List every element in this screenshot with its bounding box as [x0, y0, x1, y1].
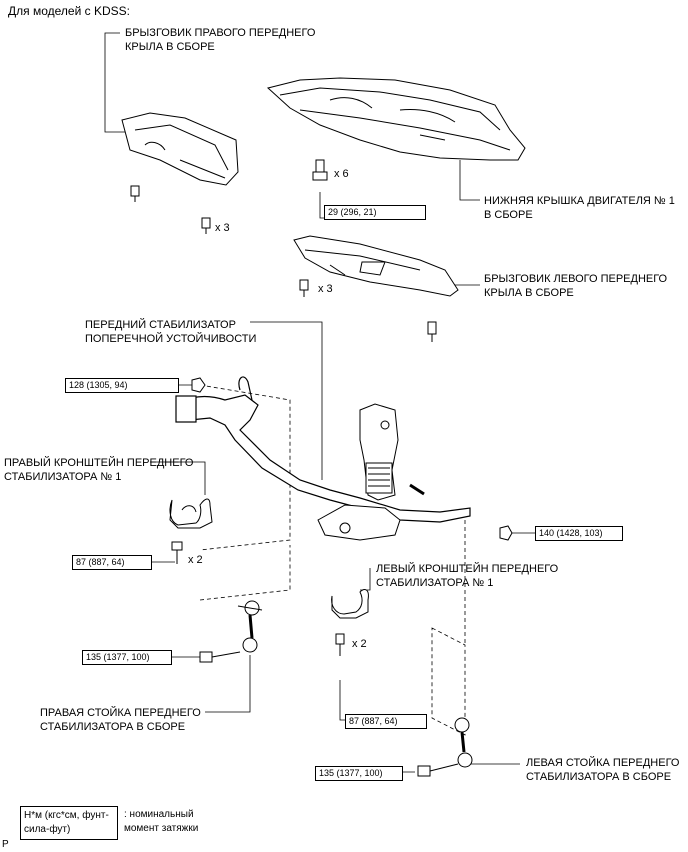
right-link-part	[237, 600, 263, 653]
splash-bolts-x3-left	[299, 279, 309, 297]
qty-x3-right-splash: x 3	[215, 222, 230, 234]
left-bracket-part	[331, 589, 369, 619]
label-right-link: ПРАВАЯ СТОЙКА ПЕРЕДНЕГО СТАБИЛИЗАТОРА В …	[40, 707, 201, 733]
left-splash-shield-part	[293, 235, 459, 297]
torque-bracket-right: 87 (887, 64)	[72, 555, 152, 570]
label-left-link: ЛЕВАЯ СТОЙКА ПЕРЕДНЕГО СТАБИЛИЗАТОРА В С…	[526, 757, 680, 783]
splash-bolt-left	[427, 321, 437, 342]
qty-x2-left-bracket: x 2	[352, 638, 367, 650]
torque-cover-bolts: 29 (296, 21)	[324, 205, 426, 220]
label-engine-under-cover: НИЖНЯЯ КРЫШКА ДВИГАТЕЛЯ № 1 В СБОРЕ	[484, 195, 675, 221]
legend-text: : номинальный момент затяжки	[124, 809, 199, 834]
stab-nut-left	[499, 525, 513, 541]
left-link-bolt	[417, 763, 459, 777]
footer-code: P	[2, 839, 9, 850]
torque-link-left: 135 (1377, 100)	[315, 766, 403, 781]
qty-x2-right-bracket: x 2	[188, 554, 203, 566]
right-link-bolt	[199, 651, 241, 663]
knuckle-assembly-part	[317, 403, 425, 541]
torque-bracket-left: 87 (887, 64)	[345, 714, 427, 729]
torque-stab-nut-right: 128 (1305, 94)	[65, 378, 179, 393]
left-link-part	[454, 717, 473, 768]
stabilizer-bar-part	[175, 376, 471, 523]
label-right-bracket: ПРАВЫЙ КРОНШТЕЙН ПЕРЕДНЕГО СТАБИЛИЗАТОРА…	[4, 457, 194, 483]
label-right-splash-shield: БРЫЗГОВИК ПРАВОГО ПЕРЕДНЕГО КРЫЛА В СБОР…	[125, 27, 316, 53]
label-left-splash-shield: БРЫЗГОВИК ЛЕВОГО ПЕРЕДНЕГО КРЫЛА В СБОРЕ	[484, 273, 668, 299]
splash-bolt-right	[130, 185, 140, 202]
dashed-lines	[199, 384, 466, 736]
label-left-bracket: ЛЕВЫЙ КРОНШТЕЙН ПЕРЕДНЕГО СТАБИЛИЗАТОРА …	[376, 563, 559, 589]
engine-under-cover-part	[266, 77, 526, 161]
splash-bolts-x3-right	[201, 217, 211, 234]
cover-bolt-x6	[312, 159, 328, 181]
legend-box: Н*м (кгс*см, фунт- сила-фут)	[20, 806, 118, 840]
torque-link-right: 135 (1377, 100)	[82, 650, 172, 665]
right-bracket-bolt	[171, 541, 183, 564]
page-title: Для моделей с KDSS:	[8, 4, 130, 18]
stab-nut-right	[191, 377, 206, 393]
right-splash-shield-part	[121, 112, 239, 186]
qty-x6-cover: x 6	[334, 168, 349, 180]
label-front-stabilizer-bar: ПЕРЕДНИЙ СТАБИЛИЗАТОР ПОПЕРЕЧНОЙ УСТОЙЧИ…	[85, 319, 257, 345]
left-bracket-bolt	[335, 633, 345, 656]
torque-stab-nut-left: 140 (1428, 103)	[535, 526, 623, 541]
qty-x3-left-splash: x 3	[318, 283, 333, 295]
right-bracket-part	[169, 498, 213, 529]
